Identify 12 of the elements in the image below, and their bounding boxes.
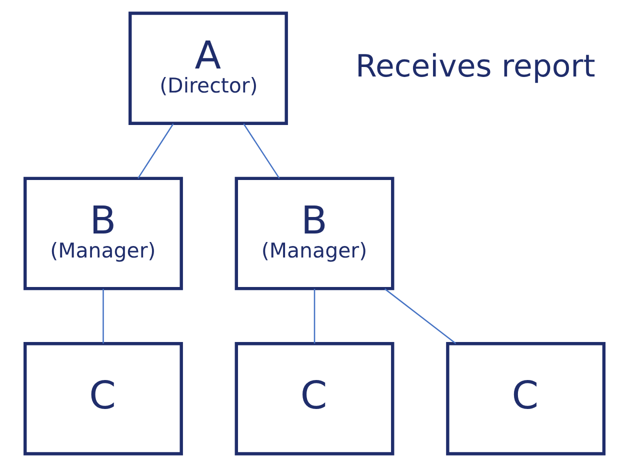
node-box: C [234, 342, 394, 456]
node-box: C [446, 342, 606, 456]
connector [314, 288, 316, 344]
connector [102, 288, 104, 344]
node-box: B (Manager) [24, 176, 183, 290]
node-label: Receives report [355, 48, 596, 84]
connector [243, 123, 280, 179]
connector [384, 288, 456, 344]
node-box: B (Manager) [234, 176, 394, 290]
connector [138, 123, 174, 179]
node-box: A (Director) [128, 12, 288, 125]
node-box: C [24, 342, 183, 456]
